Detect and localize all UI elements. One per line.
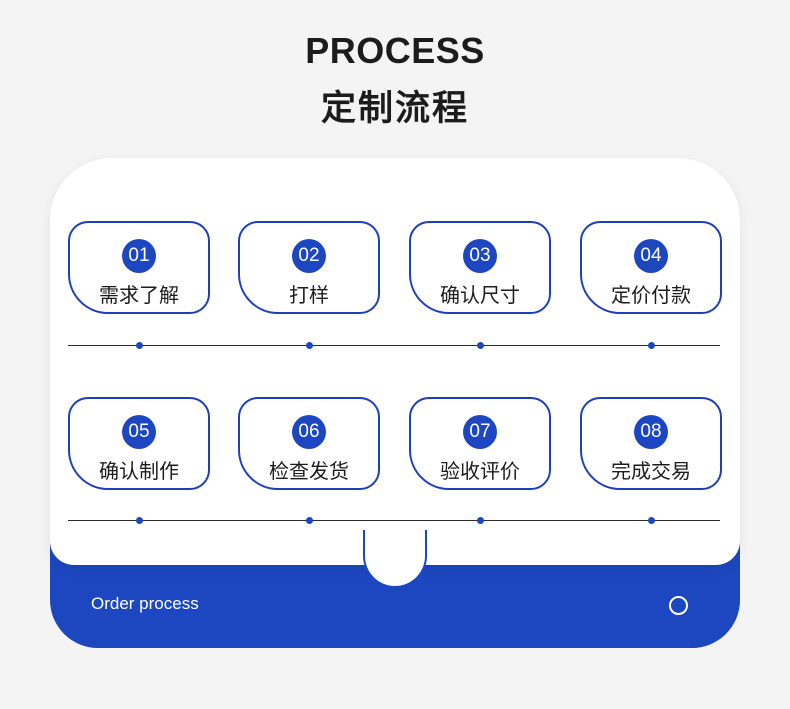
step-number-badge: 03 xyxy=(463,239,497,273)
timeline-dot xyxy=(136,342,143,349)
step-number-badge: 02 xyxy=(292,239,326,273)
step-card-04: 04 定价付款 xyxy=(580,221,722,314)
step-number-badge: 05 xyxy=(122,415,156,449)
notch xyxy=(365,530,425,586)
step-number-badge: 08 xyxy=(634,415,668,449)
timeline-dot xyxy=(306,342,313,349)
step-label: 确认尺寸 xyxy=(440,283,520,307)
step-label: 验收评价 xyxy=(440,459,520,483)
step-card-01: 01 需求了解 xyxy=(68,221,210,314)
step-card-03: 03 确认尺寸 xyxy=(409,221,551,314)
timeline-dot xyxy=(477,517,484,524)
timeline-line-2 xyxy=(68,520,720,521)
step-card-05: 05 确认制作 xyxy=(68,397,210,490)
step-label: 定价付款 xyxy=(611,283,691,307)
step-card-07: 07 验收评价 xyxy=(409,397,551,490)
step-label: 需求了解 xyxy=(99,283,179,307)
timeline-line-1 xyxy=(68,345,720,346)
step-label: 打样 xyxy=(289,283,329,307)
circle-icon xyxy=(669,596,688,615)
title-english: PROCESS xyxy=(305,30,485,71)
step-number-badge: 07 xyxy=(463,415,497,449)
order-process-label: Order process xyxy=(91,594,199,613)
step-number-badge: 06 xyxy=(292,415,326,449)
title-chinese: 定制流程 xyxy=(320,89,469,129)
timeline-dot xyxy=(648,342,655,349)
timeline-dot xyxy=(648,517,655,524)
step-card-06: 06 检查发货 xyxy=(238,397,380,490)
timeline-dot xyxy=(136,517,143,524)
timeline-dot xyxy=(477,342,484,349)
step-label: 确认制作 xyxy=(99,459,179,483)
step-card-08: 08 完成交易 xyxy=(580,397,722,490)
step-number-badge: 04 xyxy=(634,239,668,273)
step-label: 完成交易 xyxy=(611,459,691,483)
step-label: 检查发货 xyxy=(269,459,349,483)
timeline-dot xyxy=(306,517,313,524)
process-card xyxy=(50,158,740,565)
step-card-02: 02 打样 xyxy=(238,221,380,314)
step-number-badge: 01 xyxy=(122,239,156,273)
